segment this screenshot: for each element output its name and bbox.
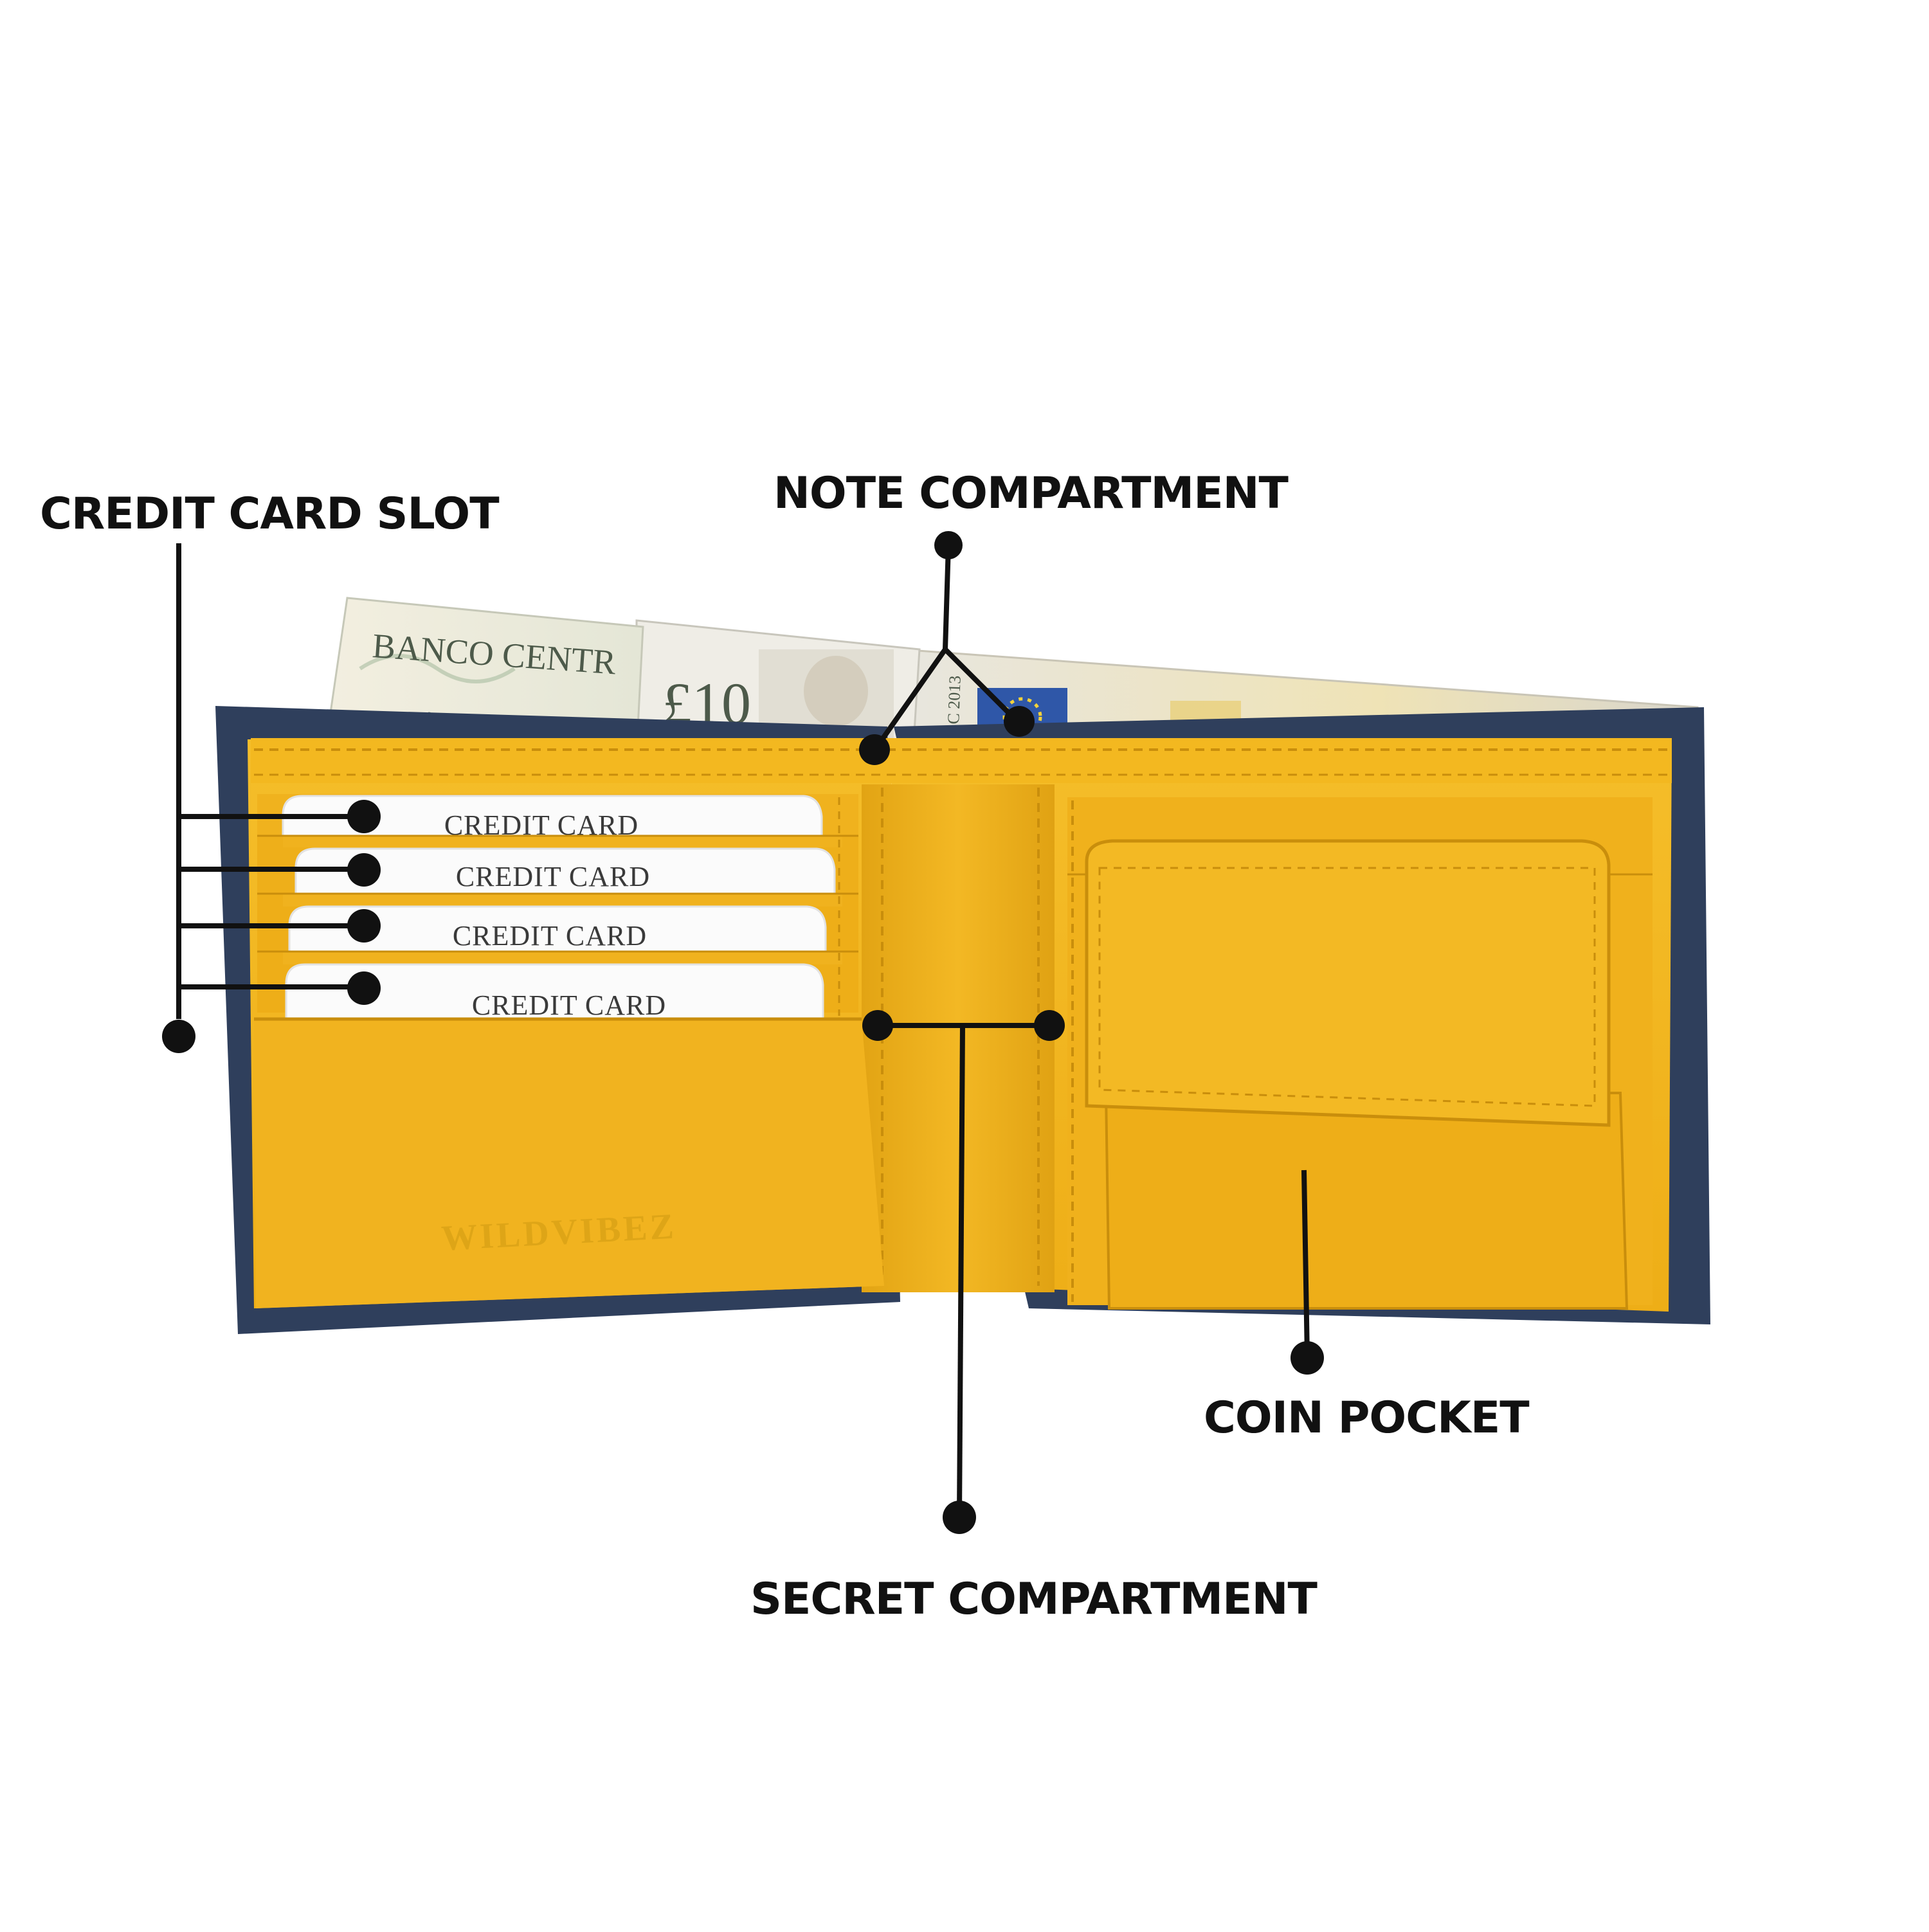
credit-card-label-3: CREDIT CARD (453, 920, 647, 952)
callout-dots (162, 531, 1324, 1534)
secret-compartment-dot (943, 1501, 976, 1534)
coin-pocket (1104, 1092, 1629, 1310)
credit-card-slot-label: CREDIT CARD SLOT (40, 489, 500, 539)
credit-card-label-2: CREDIT CARD (456, 861, 650, 892)
note-compartment-band (251, 738, 1672, 783)
wallet: CREDIT CARD CREDIT CARD CREDIT CARD CRED… (215, 706, 1710, 1334)
credit-card-4: CREDIT CARD (285, 963, 824, 1021)
note-compartment-label: NOTE COMPARTMENT (774, 468, 1289, 519)
card-slots: CREDIT CARD CREDIT CARD CREDIT CARD CRED… (257, 794, 858, 1021)
coin-pocket-label: COIN POCKET (1204, 1393, 1530, 1443)
coin-pocket-dot (1291, 1341, 1324, 1375)
front-card-pocket (254, 1019, 884, 1308)
credit-card-slot-dot (162, 1020, 195, 1053)
secret-compartment (862, 784, 1055, 1292)
credit-card-label-4: CREDIT CARD (472, 989, 666, 1021)
callouts (176, 543, 1310, 1518)
secret-compartment-label: SECRET COMPARTMENT (750, 1574, 1318, 1625)
coin-pocket-flap (1085, 839, 1611, 1127)
credit-card-3: CREDIT CARD (288, 905, 827, 953)
note-compartment-dot (934, 531, 963, 559)
credit-card-2: CREDIT CARD (294, 847, 836, 895)
